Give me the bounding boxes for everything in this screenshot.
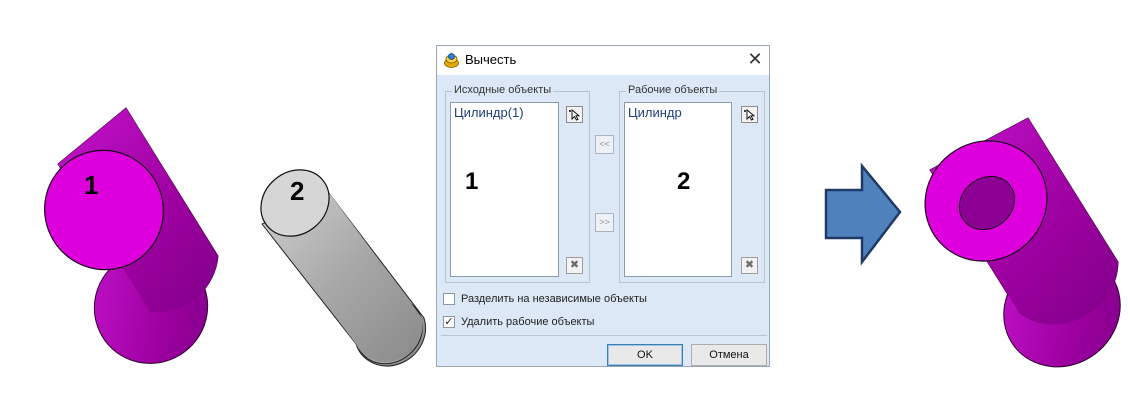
- work-objects-legend: Рабочие объекты: [626, 84, 720, 96]
- subtract-icon: [444, 53, 459, 68]
- pick-cursor-icon: [744, 109, 756, 121]
- cancel-button[interactable]: Отмена: [691, 344, 767, 366]
- result-arrow: [824, 162, 902, 266]
- result-hollow-cylinder: [924, 117, 1121, 368]
- work-objects-group: Рабочие объекты: [619, 84, 765, 283]
- cylinder-2: [260, 169, 427, 367]
- work-list-number: 2: [677, 168, 691, 195]
- dialog-titlebar: Вычесть ✕: [437, 46, 769, 75]
- select-work-button[interactable]: [741, 106, 758, 123]
- delete-work-objects-label: Удалить рабочие объекты: [461, 316, 595, 328]
- ok-button[interactable]: OK: [607, 344, 683, 366]
- delete-source-button[interactable]: ✖: [566, 257, 583, 274]
- close-button[interactable]: ✕: [747, 49, 763, 69]
- pick-cursor-icon: [569, 109, 581, 121]
- move-left-button[interactable]: <<: [595, 135, 614, 154]
- delete-work-button[interactable]: ✖: [741, 257, 758, 274]
- list-item[interactable]: Цилиндр(1): [454, 105, 524, 120]
- source-list-number: 1: [465, 168, 479, 195]
- split-objects-checkbox[interactable]: [443, 293, 455, 305]
- source-objects-list[interactable]: Цилиндр(1) 1: [450, 102, 559, 277]
- figure-label-2: 2: [290, 176, 305, 206]
- move-right-button[interactable]: >>: [595, 213, 614, 232]
- source-objects-group: Исходные объекты: [445, 84, 590, 283]
- subtract-dialog: Вычесть ✕ Исходные объекты Цилиндр(1) 1 …: [436, 45, 770, 367]
- dialog-title: Вычесть: [465, 52, 517, 67]
- separator: [441, 335, 767, 336]
- figure-label-1: 1: [84, 170, 99, 200]
- split-objects-label: Разделить на независимые объекты: [461, 293, 647, 305]
- delete-work-objects-checkbox[interactable]: ✓: [443, 316, 455, 328]
- cylinder-1: [44, 107, 219, 364]
- work-objects-list[interactable]: Цилиндр 2: [624, 102, 732, 277]
- list-item[interactable]: Цилиндр: [628, 105, 682, 120]
- select-source-button[interactable]: [566, 106, 583, 123]
- source-objects-legend: Исходные объекты: [452, 84, 554, 96]
